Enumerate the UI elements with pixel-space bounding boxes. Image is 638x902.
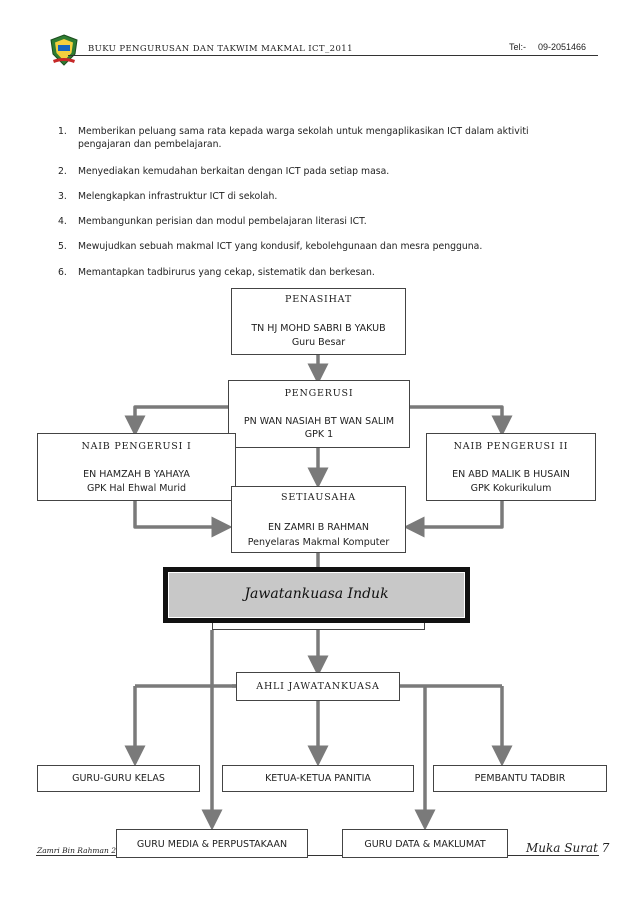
list-text: Memantapkan tadbirurus yang cekap, siste… xyxy=(78,267,375,278)
list-number: 6. xyxy=(58,267,67,278)
guru-kelas-label: GURU-GURU KELAS xyxy=(72,773,165,784)
setiausaha-name: EN ZAMRI B RAHMAN xyxy=(268,522,369,533)
committee-banner-title: Jawatankuasa Induk xyxy=(244,586,389,602)
setiausaha-role: Penyelaras Makmal Komputer xyxy=(247,537,390,548)
footer-author: Zamri Bin Rahman 2011 xyxy=(37,846,131,855)
naib1-name: EN HAMZAH B YAHAYA xyxy=(83,469,190,480)
list-text: Memberikan peluang sama rata kepada warg… xyxy=(78,126,529,150)
naib2-title: NAIB PENGERUSI II xyxy=(453,441,569,452)
list-number: 5. xyxy=(58,241,67,252)
list-text: Membangunkan perisian dan modul pembelaj… xyxy=(78,216,367,227)
guru-media-label: GURU MEDIA & PERPUSTAKAAN xyxy=(136,839,288,850)
pembantu-tadbir-box: PEMBANTU TADBIR xyxy=(433,765,607,792)
guru-media-box: GURU MEDIA & PERPUSTAKAAN xyxy=(116,829,308,858)
footer-page-number: Muka Surat 7 xyxy=(526,841,610,855)
footer-rule xyxy=(36,855,599,856)
ahli-title: AHLI JAWATANKUASA xyxy=(256,681,380,692)
committee-banner: Jawatankuasa Induk xyxy=(168,572,465,618)
naib2-role: GPK Kokurikulum xyxy=(470,483,552,494)
naib-pengerusi-1-box: NAIB PENGERUSI I EN HAMZAH B YAHAYA GPK … xyxy=(37,433,236,501)
guru-data-box: GURU DATA & MAKLUMAT xyxy=(342,829,508,858)
naib1-title: NAIB PENGERUSI I xyxy=(81,441,192,452)
connector-naib2-setiausaha xyxy=(403,501,504,538)
document-title: BUKU PENGURUSAN DAN TAKWIM MAKMAL ICT_20… xyxy=(88,44,353,54)
list-text: Mewujudkan sebuah makmal ICT yang kondus… xyxy=(78,241,483,252)
penasihat-role: Guru Besar xyxy=(291,337,346,348)
list-number: 4. xyxy=(58,216,67,227)
ahli-jawatankuasa-box: AHLI JAWATANKUASA xyxy=(236,672,400,701)
setiausaha-box: SETIAUSAHA EN ZAMRI B RAHMAN Penyelaras … xyxy=(231,486,406,553)
setiausaha-title: SETIAUSAHA xyxy=(281,492,356,503)
pengerusi-name: PN WAN NASIAH BT WAN SALIM xyxy=(243,416,395,427)
naib1-role: GPK Hal Ehwal Murid xyxy=(86,483,187,494)
penasihat-title: PENASIHAT xyxy=(285,294,352,305)
tel-label: Tel:- xyxy=(509,42,527,52)
penasihat-name: TN HJ MOHD SABRI B YAKUB xyxy=(251,323,386,334)
list-text: Melengkapkan infrastruktur ICT di sekola… xyxy=(78,191,278,202)
connector-naib1-setiausaha xyxy=(133,501,233,538)
list-number: 1. xyxy=(58,126,67,137)
pengerusi-role: GPK 1 xyxy=(304,429,334,440)
pengerusi-box: PENGERUSI PN WAN NASIAH BT WAN SALIM GPK… xyxy=(228,380,410,448)
phone-number: 09-2051466 xyxy=(538,42,587,52)
header-rule xyxy=(68,55,598,56)
list-number: 3. xyxy=(58,191,67,202)
list-text: Menyediakan kemudahan berkaitan dengan I… xyxy=(78,166,390,177)
penasihat-box: PENASIHAT TN HJ MOHD SABRI B YAKUB Guru … xyxy=(231,288,406,355)
connector-to-naib1 xyxy=(124,405,228,437)
pengerusi-title: PENGERUSI xyxy=(284,388,354,399)
ketua-panitia-label: KETUA-KETUA PANITIA xyxy=(265,773,371,784)
guru-data-label: GURU DATA & MAKLUMAT xyxy=(364,839,486,850)
naib-pengerusi-2-box: NAIB PENGERUSI II EN ABD MALIK B HUSAIN … xyxy=(426,433,596,501)
list-number: 2. xyxy=(58,166,67,177)
connector-to-naib2 xyxy=(410,405,513,437)
pembantu-label: PEMBANTU TADBIR xyxy=(474,773,566,784)
naib2-name: EN ABD MALIK B HUSAIN xyxy=(452,469,570,480)
guru-kelas-box: GURU-GURU KELAS xyxy=(37,765,200,792)
ketua-panitia-box: KETUA-KETUA PANITIA xyxy=(222,765,414,792)
